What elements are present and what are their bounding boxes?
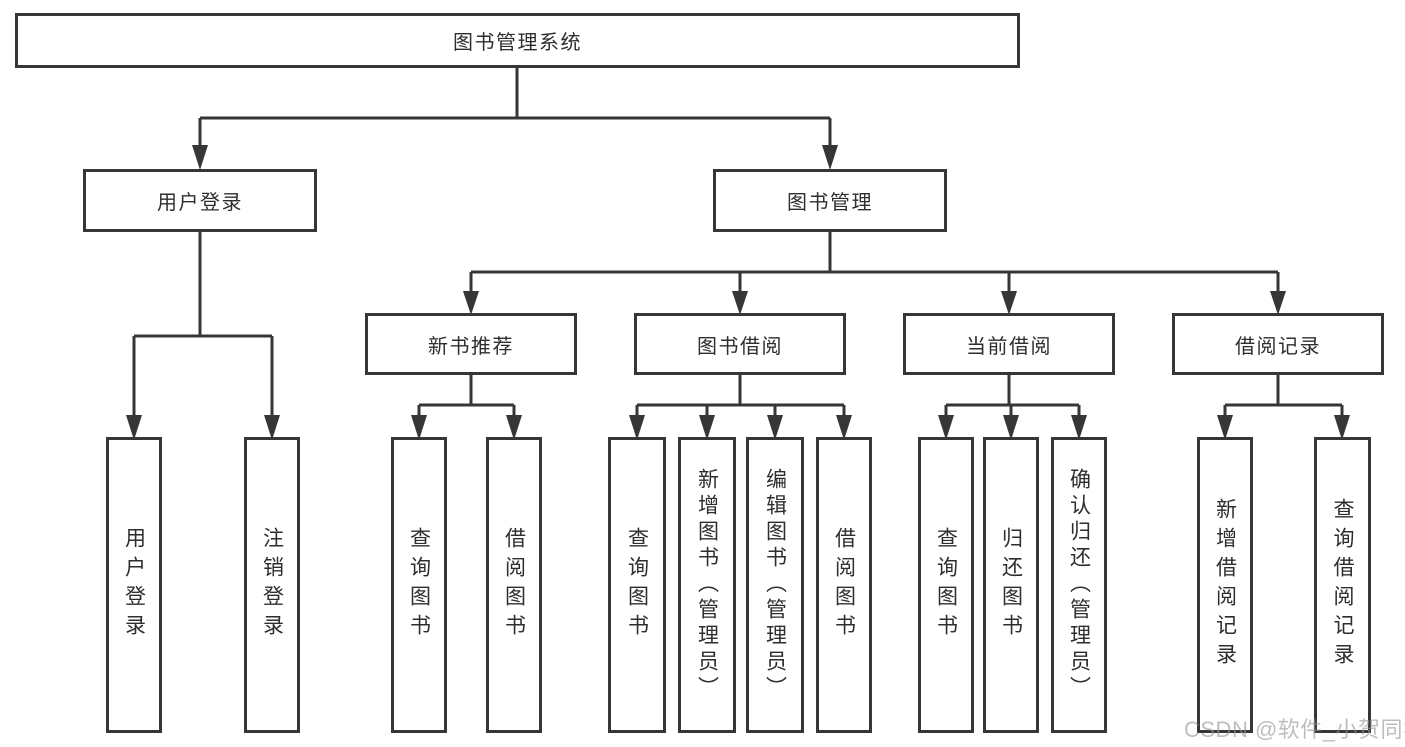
leaf-label: 注销登录	[260, 527, 284, 643]
leaf-query-borrow-record: 查询借阅记录	[1314, 437, 1371, 733]
node-label: 借阅记录	[1235, 335, 1321, 358]
node-label: 当前借阅	[966, 335, 1052, 358]
leaf-label: 新增借阅记录	[1213, 498, 1237, 672]
node-borrowing-records: 借阅记录	[1172, 313, 1384, 375]
leaf-label: 编辑图书（管理员）	[763, 468, 787, 702]
leaf-label: 查询图书	[407, 527, 431, 643]
watermark-text: CSDN @软件_小贺同学	[1184, 717, 1405, 742]
leaf-add-borrow-record: 新增借阅记录	[1197, 437, 1253, 733]
leaf-query-books-current: 查询图书	[918, 437, 974, 733]
leaf-label: 查询图书	[934, 527, 958, 643]
leaf-logout: 注销登录	[244, 437, 300, 733]
node-label: 图书管理	[787, 192, 873, 214]
node-label: 新书推荐	[428, 335, 514, 358]
node-library-system: 图书管理系统	[15, 13, 1020, 68]
leaf-query-books-borrowing: 查询图书	[608, 437, 666, 733]
node-book-management: 图书管理	[713, 169, 947, 232]
arrowheads	[126, 145, 1350, 440]
leaf-label: 归还图书	[999, 527, 1023, 643]
leaf-label: 借阅图书	[502, 527, 526, 643]
leaf-edit-book-admin: 编辑图书（管理员）	[746, 437, 804, 733]
node-book-borrowing: 图书借阅	[634, 313, 846, 375]
leaf-confirm-return-admin: 确认归还（管理员）	[1051, 437, 1107, 733]
leaf-add-book-admin: 新增图书（管理员）	[678, 437, 736, 733]
leaf-label: 确认归还（管理员）	[1067, 468, 1091, 702]
node-label: 图书管理系统	[453, 32, 582, 54]
csdn-watermark: CSDN @软件_小贺同学	[1184, 712, 1405, 744]
leaf-query-books-recommend: 查询图书	[391, 437, 447, 733]
leaf-user-login: 用户登录	[106, 437, 162, 733]
leaf-label: 新增图书（管理员）	[695, 468, 719, 702]
leaf-label: 借阅图书	[832, 527, 856, 643]
node-user-login: 用户登录	[83, 169, 317, 232]
leaf-label: 用户登录	[122, 527, 146, 643]
node-new-book-recommend: 新书推荐	[365, 313, 577, 375]
leaf-borrow-books: 借阅图书	[816, 437, 872, 733]
leaf-return-books: 归还图书	[983, 437, 1039, 733]
node-current-borrowing: 当前借阅	[903, 313, 1115, 375]
leaf-label: 查询图书	[625, 527, 649, 643]
node-label: 用户登录	[157, 192, 243, 214]
leaf-label: 查询借阅记录	[1331, 498, 1354, 672]
node-label: 图书借阅	[697, 335, 783, 358]
leaf-borrow-books-recommend: 借阅图书	[486, 437, 542, 733]
